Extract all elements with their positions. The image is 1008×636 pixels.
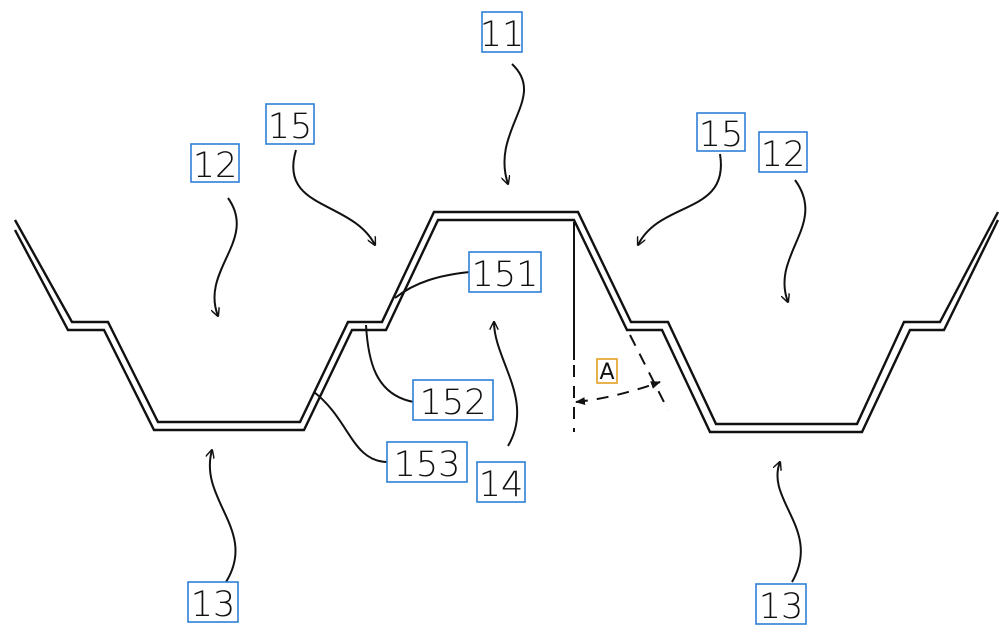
leader-153 bbox=[313, 391, 389, 463]
label-14: 14 bbox=[476, 461, 526, 505]
svg-text:151: 151 bbox=[472, 255, 539, 295]
label-11: 11 bbox=[480, 11, 525, 55]
label-12-left: 12 bbox=[190, 143, 240, 186]
leader-15-right bbox=[638, 153, 722, 245]
leader-14 bbox=[494, 322, 519, 447]
svg-text:14: 14 bbox=[479, 465, 524, 505]
leader-13-left bbox=[210, 450, 237, 583]
label-12-right: 12 bbox=[758, 131, 808, 175]
svg-text:A: A bbox=[599, 360, 614, 385]
svg-text:15: 15 bbox=[268, 107, 313, 147]
label-151: 151 bbox=[468, 251, 542, 295]
leader-152 bbox=[365, 324, 415, 403]
leader-151 bbox=[394, 271, 471, 299]
angle-slope-extension bbox=[629, 334, 669, 411]
leader-15-left bbox=[292, 149, 375, 245]
leader-12-right bbox=[784, 179, 807, 302]
label-152: 152 bbox=[412, 379, 494, 423]
profile-line-lower bbox=[13, 218, 1000, 434]
svg-text:13: 13 bbox=[759, 587, 804, 627]
svg-text:15: 15 bbox=[699, 115, 744, 155]
label-15-left: 15 bbox=[265, 103, 315, 147]
leader-13-right bbox=[777, 462, 802, 583]
leader-11 bbox=[504, 63, 525, 184]
label-13-left: 13 bbox=[187, 581, 239, 625]
svg-text:152: 152 bbox=[420, 383, 487, 423]
svg-text:153: 153 bbox=[394, 445, 461, 485]
label-153: 153 bbox=[386, 441, 468, 485]
svg-text:11: 11 bbox=[480, 15, 525, 55]
angle-arc bbox=[575, 381, 661, 406]
label-13-right: 13 bbox=[755, 583, 807, 627]
label-15-right: 15 bbox=[696, 112, 746, 155]
profile-line-upper bbox=[13, 210, 1000, 426]
svg-text:12: 12 bbox=[761, 135, 806, 175]
leader-12-left bbox=[214, 197, 238, 316]
label-angle-a: A bbox=[596, 358, 618, 385]
svg-text:13: 13 bbox=[191, 585, 236, 625]
svg-text:12: 12 bbox=[193, 146, 238, 186]
